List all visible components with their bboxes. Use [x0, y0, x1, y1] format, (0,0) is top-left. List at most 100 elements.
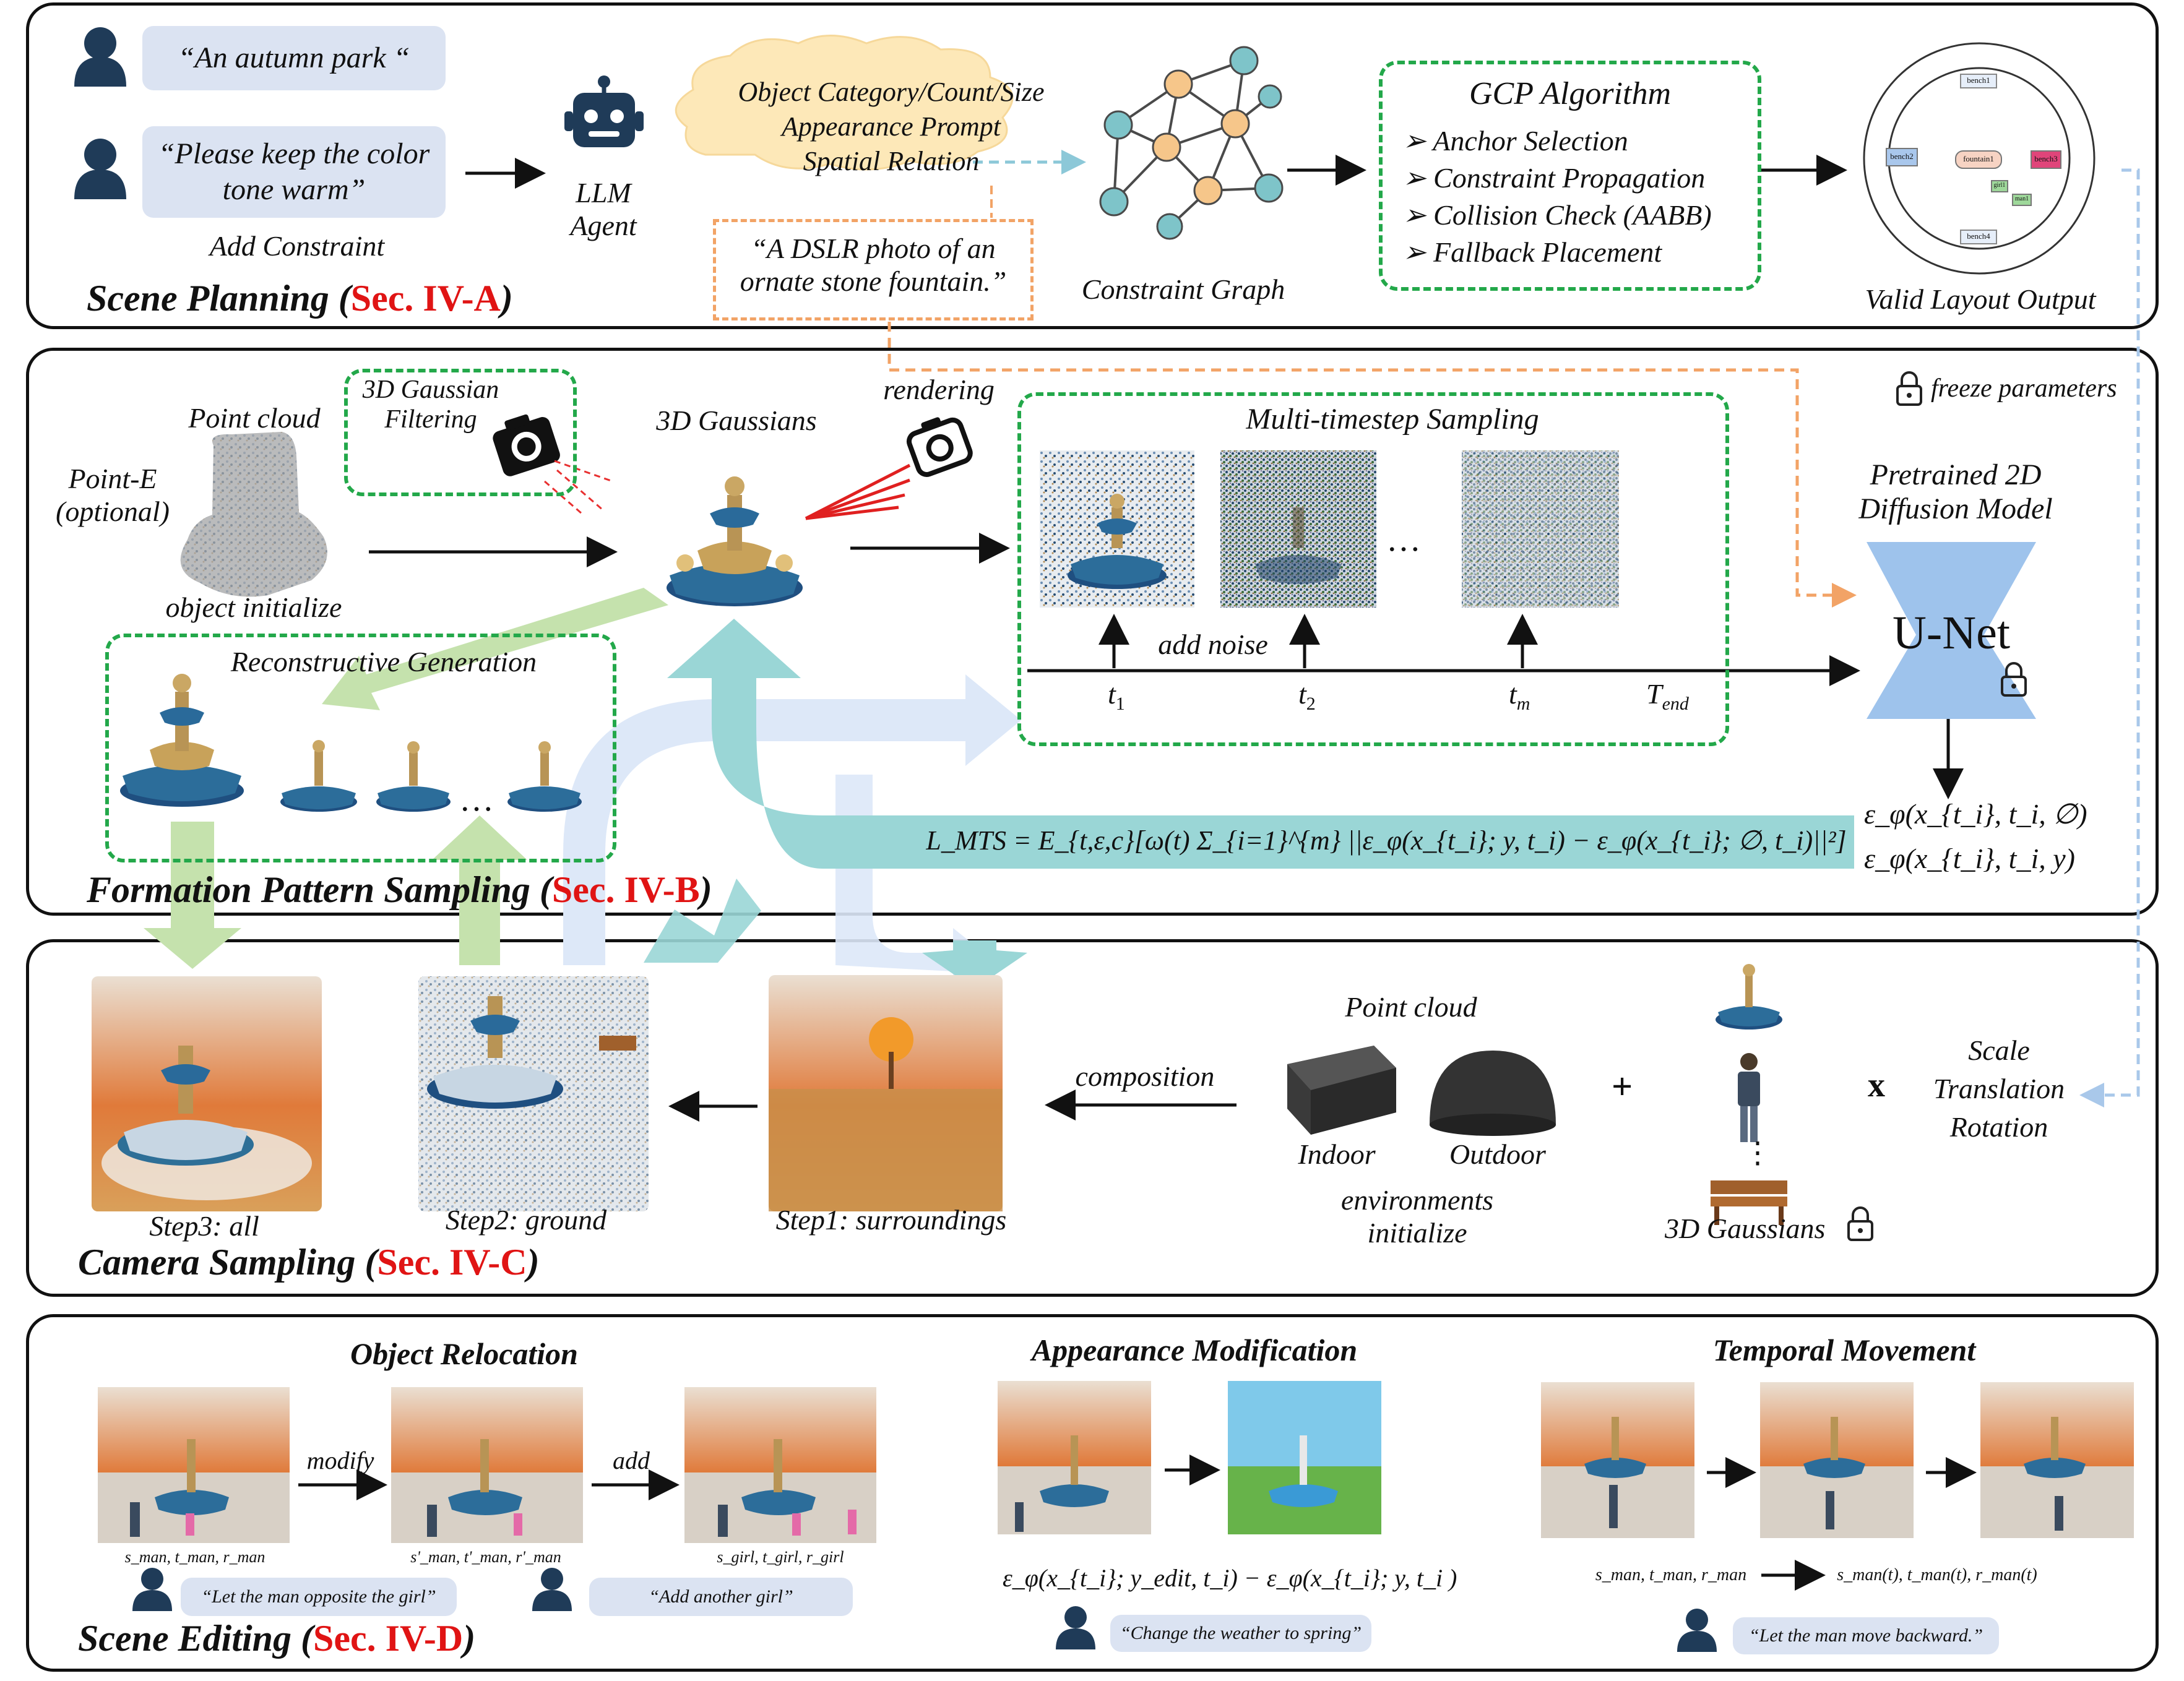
noise-ellipsis: … — [1386, 520, 1421, 559]
step3-label: Step3: all — [149, 1210, 259, 1242]
appearance-equation: ε_φ(x_{t_i}; y_edit, t_i) − ε_φ(x_{t_i};… — [1003, 1564, 1457, 1592]
gaussian-filtering-box — [344, 369, 577, 496]
section-title-text: Scene Editing — [78, 1618, 292, 1659]
reconstructive-generation-box — [105, 634, 616, 862]
dslr-prompt-box — [713, 219, 1034, 320]
section-title-text: Camera Sampling — [78, 1242, 356, 1283]
timestep-subscript: 2 — [1306, 694, 1316, 715]
gcp-item-text: Fallback Placement — [1433, 236, 1662, 268]
times-symbol: x — [1868, 1066, 1885, 1104]
cloud-line-3: Spatial Relation — [803, 146, 980, 176]
add-constraint-label: Add Constraint — [209, 230, 385, 262]
composition-label: composition — [1075, 1060, 1215, 1092]
layout-label-bench1: bench1 — [1967, 75, 1990, 85]
gcp-item-2: ➢ Constraint Propagation — [1402, 162, 1705, 195]
outdoor-label: Outdoor — [1449, 1138, 1546, 1170]
bubble-add-girl: “Add another girl” — [589, 1578, 853, 1616]
params-girl: s_girl, t_girl, r_girl — [717, 1548, 844, 1566]
timestep-symbol: t — [1509, 678, 1517, 710]
unet-label: U-Net — [1893, 607, 2010, 659]
timestep-subscript: m — [1516, 694, 1530, 715]
assets-gaussians-label: 3D Gaussians — [1665, 1213, 1826, 1244]
arrowhead-bullet-icon: ➢ — [1402, 125, 1433, 157]
timestep-symbol: t — [1108, 678, 1116, 710]
layout-label-fountain1: fountain1 — [1963, 154, 1994, 163]
gaussian-filtering-label: 3D Gaussian Filtering — [362, 376, 499, 434]
multi-timestep-box — [1017, 392, 1729, 746]
prompt-bubble-color-tone: “Please keep the color tone warm” — [142, 126, 446, 218]
section-ref: Sec. IV-A — [350, 278, 501, 319]
rendering-label: rendering — [883, 374, 995, 405]
constraint-graph-label: Constraint Graph — [1081, 273, 1285, 305]
gcp-item-text: Constraint Propagation — [1433, 162, 1706, 194]
section-title-scene-planning: Scene Planning (Sec. IV-A) — [87, 278, 513, 319]
add-noise-label: add noise — [1158, 629, 1268, 660]
loss-equation: L_MTS = E_{t,ε,c}[ω(t) Σ_{i=1}^{m} ||ε_φ… — [926, 825, 1847, 856]
dslr-prompt-text: “A DSLR photo of an ornate stone fountai… — [740, 233, 1007, 297]
gcp-item-text: Anchor Selection — [1433, 125, 1628, 157]
cloud-line-1: Object Category/Count/Size — [738, 77, 1045, 107]
indoor-label: Indoor — [1298, 1138, 1376, 1170]
reconstructive-generation-label: Reconstructive Generation — [230, 646, 537, 677]
section-ref: Sec. IV-B — [551, 869, 700, 910]
recon-ellipsis: … — [459, 780, 494, 819]
multi-timestep-label: Multi-timestep Sampling — [1246, 403, 1539, 436]
section-ref: Sec. IV-D — [313, 1618, 464, 1659]
section-title-formation: Formation Pattern Sampling (Sec. IV-B) — [87, 869, 712, 910]
plus-symbol: + — [1612, 1066, 1633, 1107]
transform-scale: Scale — [1968, 1034, 2030, 1066]
epsilon-null-condition: ε_φ(x_{t_i}, t_i, ∅) — [1864, 798, 2087, 830]
step1-label: Step1: surroundings — [775, 1204, 1007, 1236]
point-e-label: Point-E (optional) — [56, 463, 170, 527]
bubble-move-backward: “Let the man move backward.” — [1733, 1617, 1999, 1654]
timestep-subscript: end — [1662, 694, 1689, 715]
panel-camera-sampling — [26, 939, 2159, 1297]
gcp-item-3: ➢ Collision Check (AABB) — [1402, 199, 1712, 232]
timestep-t1: t1 — [1108, 678, 1125, 715]
prompt-bubble-autumn-park: “An autumn park “ — [142, 26, 446, 90]
bubble-man-opposite-girl: “Let the man opposite the girl” — [181, 1578, 457, 1616]
params-man-modified: s'_man, t'_man, r'_man — [410, 1548, 561, 1566]
environments-initialize-label: environments initialize — [1340, 1184, 1494, 1249]
valid-layout-label: Valid Layout Output — [1865, 283, 2096, 315]
timestep-t2: t2 — [1298, 678, 1316, 715]
layout-label-girl1: girl1 — [1993, 182, 2006, 189]
section-ref: Sec. IV-C — [377, 1242, 527, 1283]
bubble-spring-weather: “Change the weather to spring” — [1110, 1615, 1371, 1652]
pretrained-model-label: Pretrained 2D Diffusion Model — [1858, 458, 2053, 526]
timestep-tm: tm — [1509, 678, 1530, 715]
section-title-editing: Scene Editing (Sec. IV-D) — [78, 1618, 476, 1659]
layout-label-bench4: bench4 — [1967, 231, 1990, 241]
timestep-symbol: t — [1298, 678, 1306, 710]
add-label: add — [613, 1447, 650, 1474]
point-cloud-label: Point cloud — [188, 402, 321, 434]
gcp-item-text: Collision Check (AABB) — [1433, 199, 1712, 231]
temporal-movement-title: Temporal Movement — [1712, 1333, 1976, 1367]
gcp-item-1: ➢ Anchor Selection — [1402, 125, 1628, 158]
layout-label-man1: man1 — [2014, 196, 2029, 202]
transform-rotation: Rotation — [1949, 1111, 2048, 1143]
env-point-cloud-label: Point cloud — [1345, 991, 1477, 1023]
gaussians-label: 3D Gaussians — [656, 405, 817, 436]
epsilon-text-condition: ε_φ(x_{t_i}, t_i, y) — [1864, 843, 2075, 874]
gcp-item-4: ➢ Fallback Placement — [1402, 236, 1662, 269]
object-initialize-label: object initialize — [165, 591, 342, 623]
object-relocation-title: Object Relocation — [350, 1336, 578, 1371]
cloud-line-2: Appearance Prompt — [782, 111, 1001, 142]
modify-label: modify — [306, 1447, 374, 1474]
timestep-symbol: T — [1646, 678, 1662, 710]
llm-agent-label: LLM Agent — [570, 177, 637, 241]
section-title-text: Scene Planning — [87, 278, 329, 319]
asset-vdots: ⋮ — [1743, 1137, 1772, 1169]
appearance-modification-title: Appearance Modification — [1031, 1333, 1358, 1367]
arrowhead-bullet-icon: ➢ — [1402, 162, 1434, 194]
params-man: s_man, t_man, r_man — [124, 1548, 265, 1566]
gcp-title: GCP Algorithm — [1469, 76, 1671, 111]
step2-label: Step2: ground — [445, 1204, 607, 1236]
layout-label-bench3: bench3 — [2034, 154, 2058, 163]
arrowhead-bullet-icon: ➢ — [1402, 199, 1434, 231]
freeze-parameters-label: freeze parameters — [1931, 374, 2117, 403]
temporal-params-to: s_man(t), t_man(t), r_man(t) — [1837, 1565, 2037, 1584]
